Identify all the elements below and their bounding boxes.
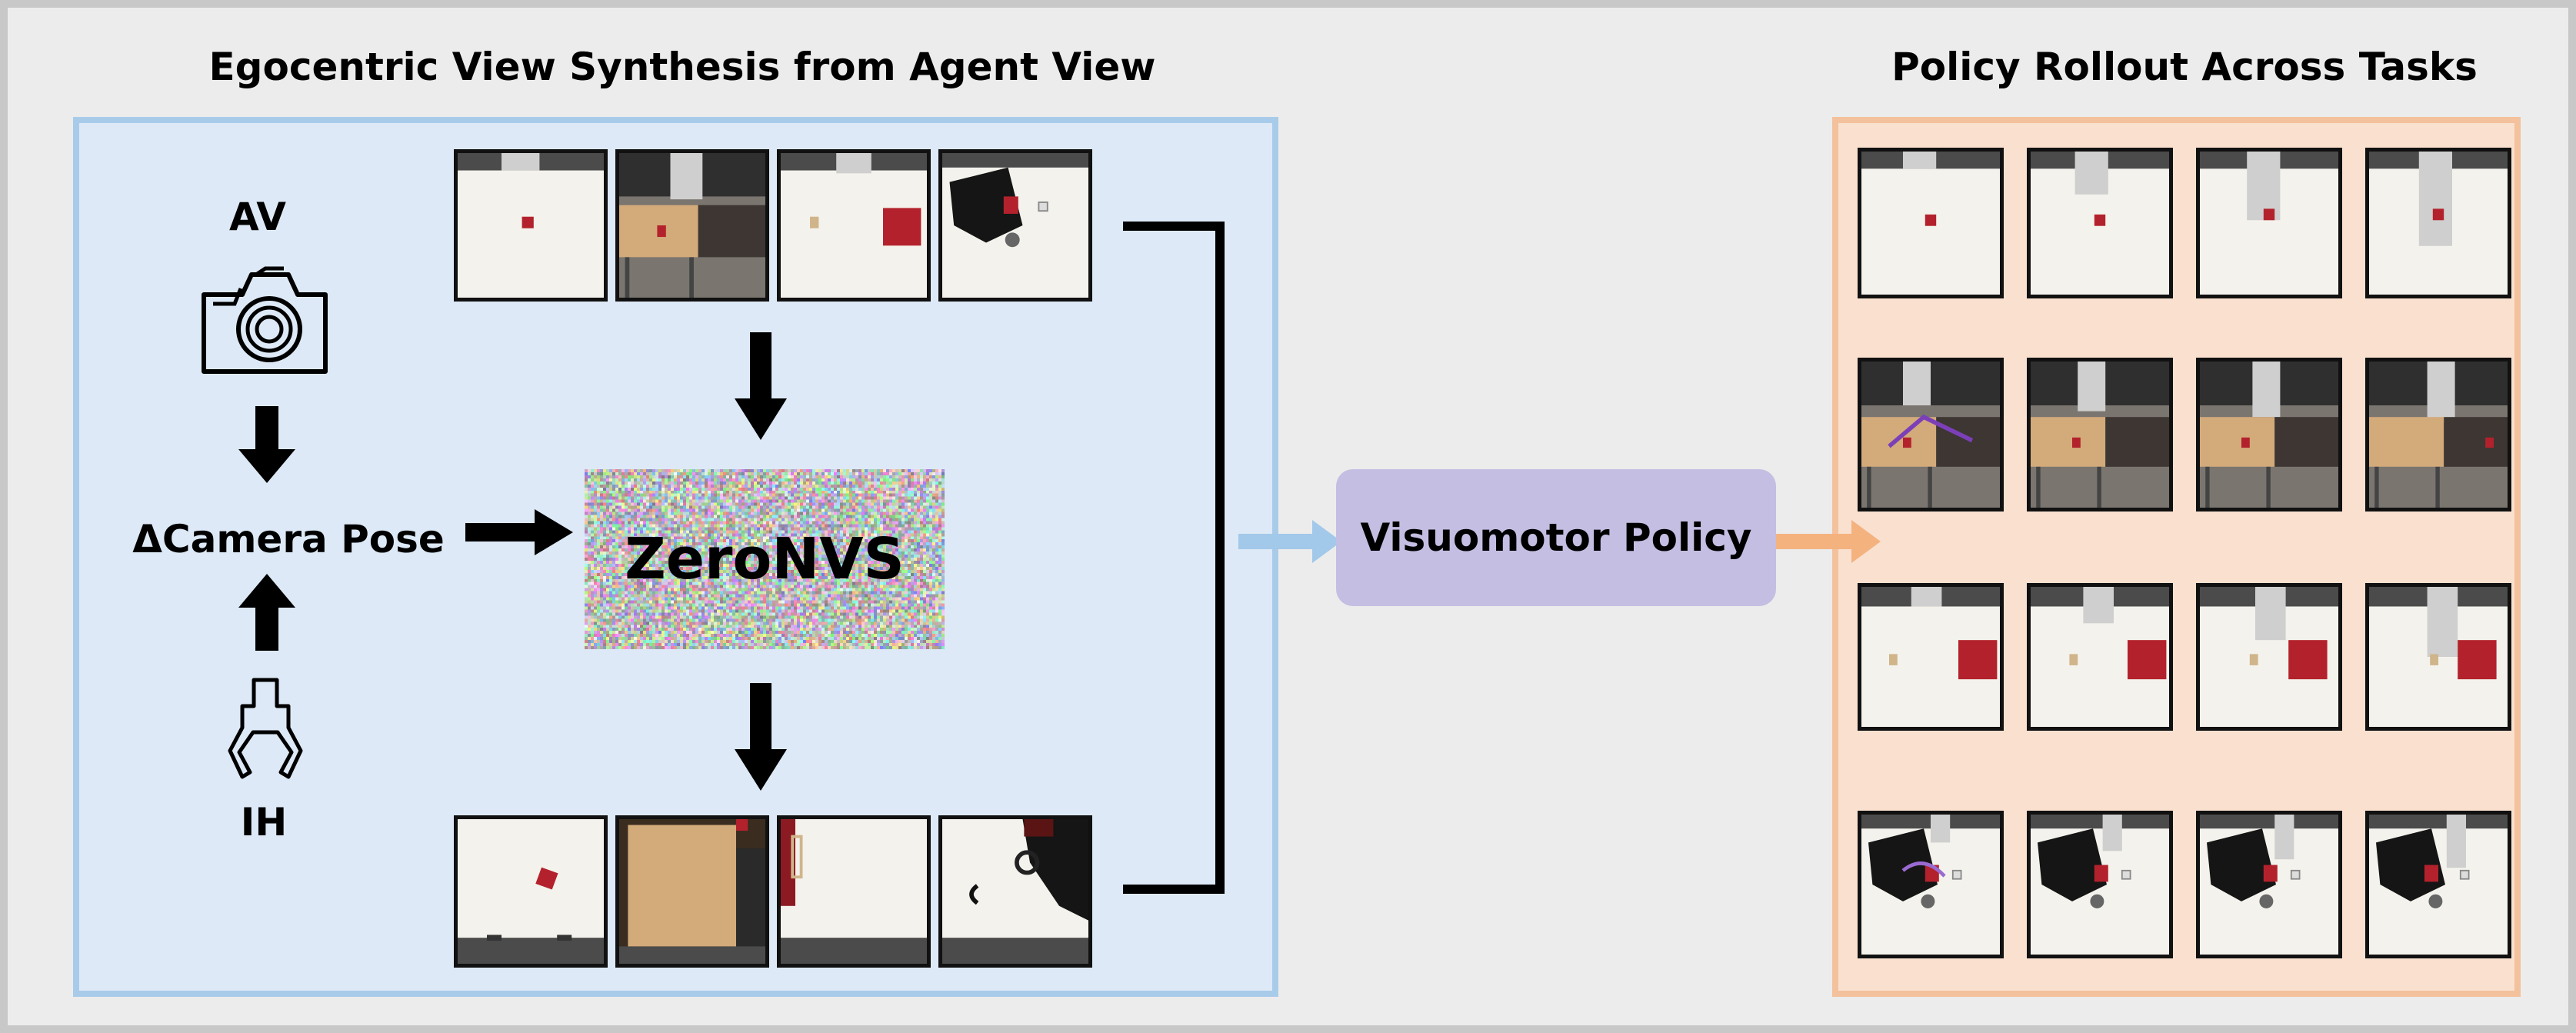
- rollout-tray-placement-step-4: [2365, 358, 2511, 512]
- rollout-coffee-machine-step-4: [2365, 811, 2511, 958]
- zeronvs-box: ZeroNVS: [585, 469, 945, 649]
- down-arrow-av: [238, 406, 295, 483]
- synth-view-4: [938, 815, 1092, 968]
- input-view-2: [615, 149, 769, 302]
- rollout-mug-box-step-1: [1858, 583, 2004, 731]
- rollout-mug-box-step-3: [2196, 583, 2342, 731]
- rollout-cube-lift-step-4: [2365, 148, 2511, 298]
- synth-view-1: [454, 815, 608, 968]
- input-view-4: [938, 149, 1092, 302]
- rollout-coffee-machine-step-1: [1858, 811, 2004, 958]
- arrow-inputs-to-zeronvs: [735, 332, 787, 440]
- rollout-cube-lift-step-2: [2027, 148, 2173, 298]
- ih-label: IH: [240, 800, 288, 845]
- policy-label: Visuomotor Policy: [1360, 515, 1752, 560]
- rollout-cube-lift-step-1: [1858, 148, 2004, 298]
- right-title: Policy Rollout Across Tasks: [1891, 45, 2478, 89]
- rollout-tray-placement-step-1: [1858, 358, 2004, 512]
- rollout-tray-placement-step-2: [2027, 358, 2173, 512]
- synth-view-2: [615, 815, 769, 968]
- rollout-coffee-machine-step-3: [2196, 811, 2342, 958]
- left-title: Egocentric View Synthesis from Agent Vie…: [208, 45, 1156, 89]
- rollout-mug-box-step-4: [2365, 583, 2511, 731]
- arrow-to-policy: [1238, 520, 1341, 563]
- camera-pose-label: ΔCamera Pose: [132, 517, 445, 561]
- arrow-to-zeronvs: [465, 509, 573, 555]
- bracket-connector: [1123, 222, 1225, 894]
- visuomotor-policy-box: Visuomotor Policy: [1336, 469, 1776, 606]
- av-label: AV: [229, 195, 286, 239]
- noise-texture: [585, 469, 945, 649]
- input-view-3: [777, 149, 931, 302]
- rollout-cube-lift-step-3: [2196, 148, 2342, 298]
- arrow-zeronvs-to-outputs: [735, 683, 787, 791]
- rollout-tray-placement-step-3: [2196, 358, 2342, 512]
- zeronvs-label: ZeroNVS: [625, 526, 905, 592]
- arrow-to-rollouts: [1776, 520, 1881, 563]
- synth-view-3: [777, 815, 931, 968]
- input-view-1: [454, 149, 608, 302]
- rollout-coffee-machine-step-2: [2027, 811, 2173, 958]
- camera-icon: [202, 266, 328, 374]
- gripper-icon: [228, 678, 303, 779]
- up-arrow-ih: [238, 574, 295, 651]
- figure-canvas: Egocentric View Synthesis from Agent Vie…: [8, 8, 2568, 1025]
- rollout-mug-box-step-2: [2027, 583, 2173, 731]
